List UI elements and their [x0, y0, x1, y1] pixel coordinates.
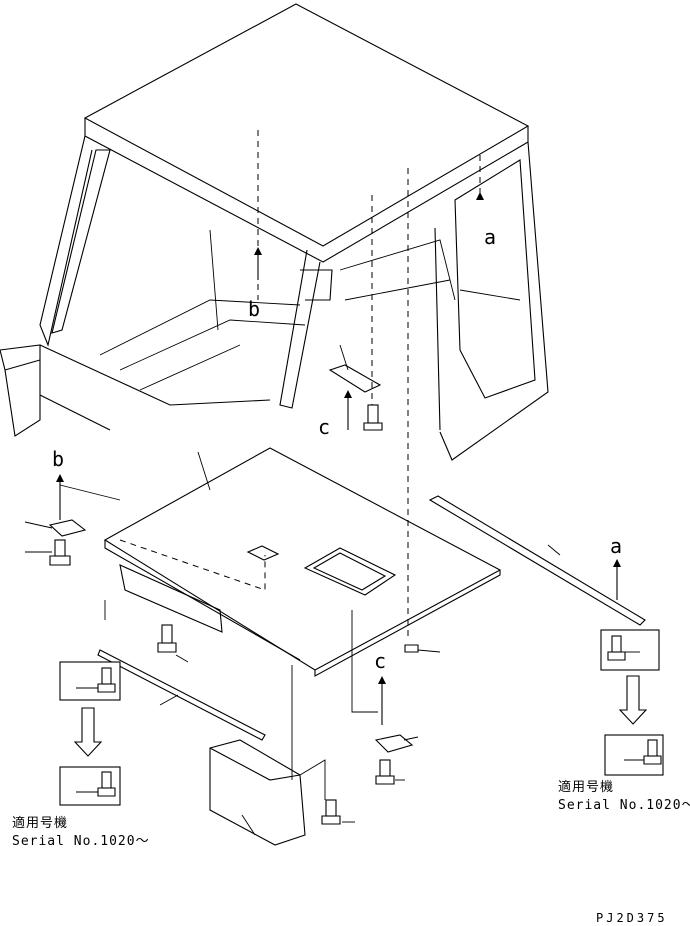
arrow-c-head: [344, 390, 352, 398]
variant-arrow-right: [618, 675, 648, 725]
floor-hidden-line: [119, 539, 266, 591]
interior-line-6: [344, 279, 451, 301]
cover-bolt-link: [299, 759, 326, 800]
bolt-b-left: [49, 539, 71, 566]
part-box-right-top: [600, 629, 660, 671]
cover-panel: [209, 739, 306, 846]
floor-plate-front-edge: [104, 540, 301, 661]
part-box-right-bottom: [604, 734, 664, 776]
front-left-window: [51, 149, 111, 334]
bolt-front-leader: [175, 654, 189, 663]
clip-c-bottom-leader: [403, 736, 419, 741]
clip-bracket-b: [48, 519, 87, 537]
bolt-box-right-top: [607, 635, 626, 661]
callout-c-top: c: [318, 415, 330, 439]
cab-frame: [0, 3, 549, 461]
variant-arrow-left: [73, 707, 103, 757]
floor-plate-top: [103, 447, 502, 671]
clip-bracket-leader: [339, 344, 349, 371]
interior-line-3: [139, 344, 241, 391]
front-bracket: [119, 564, 223, 633]
floor-leader: [197, 451, 211, 491]
nut-floor: [404, 644, 419, 653]
interior-line-1: [99, 299, 301, 356]
clip-bracket-c-bottom: [374, 734, 414, 753]
interior-line-7: [459, 289, 521, 301]
lower-front-rail: [39, 344, 271, 406]
right-window: [454, 159, 536, 399]
floor-plate: [103, 447, 502, 677]
arrow-c-bottom-head: [378, 676, 386, 684]
note-right-line1: 適用号機: [558, 779, 614, 795]
part-box-left-bottom: [59, 766, 121, 806]
floor-plate-edge: [314, 570, 501, 677]
right-side-frame: [439, 141, 549, 461]
arrow-a-right-head: [613, 559, 621, 567]
arrow-a-head: [476, 192, 484, 200]
floor-opening-inner: [312, 552, 387, 591]
leader-c-bottom: [351, 610, 378, 713]
left-fender-top: [0, 344, 41, 371]
callout-a-top: a: [484, 225, 496, 249]
clip-bracket-c: [328, 364, 382, 393]
strip-right-leader: [547, 544, 561, 556]
callout-c-bottom: c: [374, 649, 386, 673]
nut-floor-leader: [417, 649, 441, 653]
bolt-c-top: [363, 404, 383, 431]
cover-panel-top-edge: [209, 747, 301, 781]
front-left-post: [39, 135, 93, 347]
interior-line-4: [209, 229, 219, 331]
leader-b-left: [59, 484, 121, 501]
callout-b-left: b: [52, 447, 64, 471]
fender-edge: [39, 394, 111, 431]
interior-line-2: [119, 319, 306, 371]
post-bracket: [300, 269, 333, 301]
callout-lines: [254, 130, 484, 640]
bolt-box-left-bottom: [97, 771, 116, 797]
floor-tab: [246, 545, 280, 561]
bolt-box-left-top: [97, 667, 116, 693]
interior-line-5: [339, 239, 456, 301]
callout-a-right: a: [610, 534, 622, 558]
cab-roof: [83, 3, 530, 247]
arrow-b-head: [254, 247, 262, 255]
bolt-box-right-bottom: [643, 739, 662, 765]
floor-opening: [303, 547, 397, 596]
note-left-line2: Serial No.1020～: [12, 834, 150, 849]
strip-right: [428, 495, 646, 626]
note-left-line1: 適用号機: [12, 815, 68, 831]
strip-left-leader: [159, 694, 179, 706]
callout-b-top: b: [248, 297, 260, 321]
cover-panel-leader: [241, 814, 256, 836]
left-fender-side: [4, 360, 41, 437]
clip-leader-b: [24, 521, 53, 529]
arrow-b-left-head: [56, 474, 64, 482]
front-center-post: [279, 249, 321, 409]
strip-left: [97, 649, 266, 741]
bolt-c-bottom: [375, 759, 395, 785]
drawing-code: PJ2D375: [596, 911, 668, 925]
right-rear-post: [434, 227, 441, 431]
bolt-front-1: [157, 624, 177, 653]
roof-edge: [84, 118, 529, 263]
note-right-line2: Serial No.1020～: [558, 798, 690, 813]
bolt-cover: [321, 799, 341, 825]
